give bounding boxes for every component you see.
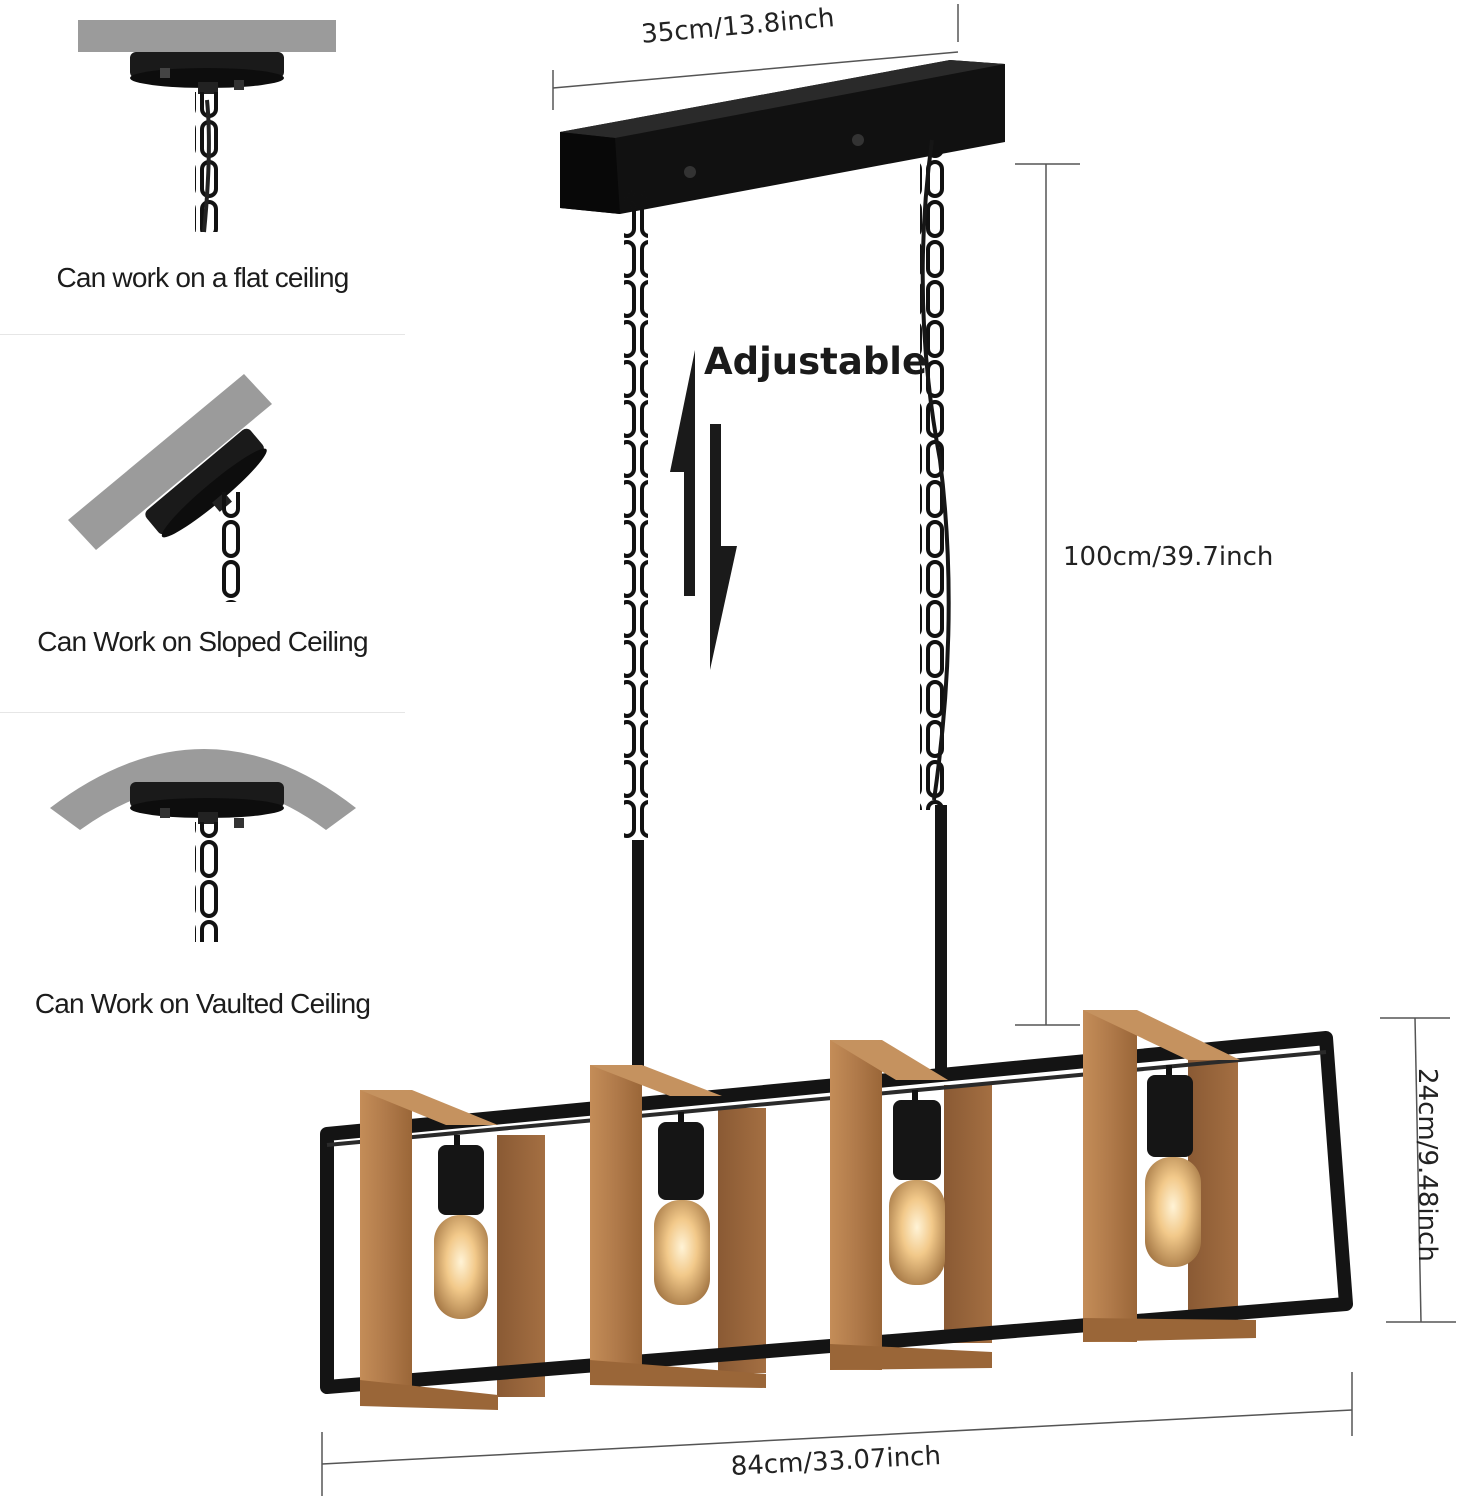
- bulb-3: [889, 1090, 945, 1285]
- chain-right: [920, 130, 951, 810]
- feature-caption-sloped: Can Work on Sloped Ceiling: [37, 626, 368, 657]
- fixture: [320, 1010, 1353, 1410]
- chain-left: [624, 180, 648, 840]
- rod-right: [935, 805, 947, 1075]
- bulb-2: [654, 1112, 710, 1305]
- bulb-1: [434, 1135, 488, 1319]
- wood-frame-2: [590, 1065, 766, 1388]
- wood-frame-1: [360, 1090, 498, 1410]
- wood-frame-3: [830, 1040, 992, 1370]
- separator: [0, 712, 405, 713]
- sloped-ceiling-icon: [68, 374, 272, 602]
- fixture-height-label: 24cm/9.48inch: [1412, 1068, 1442, 1262]
- adjustable-arrows-icon: [670, 350, 737, 670]
- separator: [0, 334, 405, 335]
- hanging-height-label: 100cm/39.7inch: [1063, 542, 1274, 572]
- rod-left: [632, 840, 644, 1070]
- canopy-width-dimension: [552, 4, 959, 110]
- feature-caption-flat: Can work on a flat ceiling: [56, 262, 349, 293]
- canopy: [560, 60, 1005, 214]
- height-dimension: [1015, 163, 1080, 1026]
- flat-ceiling-icon: [78, 20, 336, 233]
- adjustable-label: Adjustable: [704, 340, 928, 383]
- bulb-4: [1145, 1065, 1201, 1267]
- fixture-height-dimension: [1380, 1017, 1456, 1323]
- fixture-length-dimension: [321, 1372, 1353, 1496]
- wood-frame-4: [1083, 1010, 1256, 1342]
- feature-caption-vaulted: Can Work on Vaulted Ceiling: [34, 988, 371, 1019]
- vaulted-ceiling-icon: [50, 749, 356, 942]
